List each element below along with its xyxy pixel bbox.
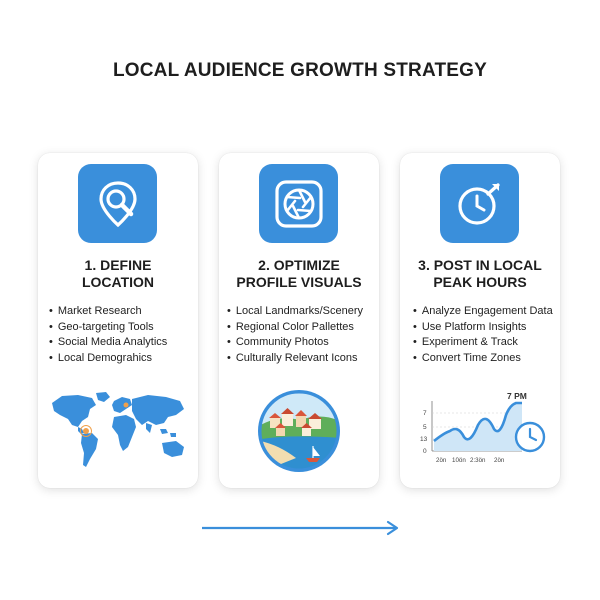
step-card-post-peak-hours: 3. POST IN LOCAL PEAK HOURS Analyze Enga… [400, 153, 560, 488]
y-tick: 13 [420, 436, 428, 443]
step-title: 3. POST IN LOCAL PEAK HOURS [418, 257, 542, 290]
list-item: Convert Time Zones [413, 351, 553, 367]
step-title: 2. OPTIMIZE PROFILE VISUALS [236, 257, 362, 290]
bullet-list: Local Landmarks/Scenery Regional Color P… [227, 304, 363, 366]
x-tick: 2:3ön [470, 457, 486, 464]
list-item: Local Demograhics [49, 351, 167, 367]
list-item: Geo-targeting Tools [49, 320, 167, 336]
location-search-icon [78, 164, 157, 243]
progress-arrow-icon [202, 520, 399, 536]
list-item: Market Research [49, 304, 167, 320]
engagement-chart-illustration: 7 PM 7 5 13 0 2ön 10ön 2:3ön 2ön [420, 391, 546, 464]
bullet-list: Market Research Geo-targeting Tools Soci… [49, 304, 167, 366]
step-title: 1. DEFINE LOCATION [81, 257, 155, 290]
step-card-define-location: 1. DEFINE LOCATION Market Research Geo-t… [38, 153, 198, 488]
y-tick: 0 [423, 448, 427, 455]
list-item: Use Platform Insights [413, 320, 553, 336]
list-item: Culturally Relevant Icons [227, 351, 363, 367]
bullet-list: Analyze Engagement Data Use Platform Ins… [413, 304, 553, 366]
x-tick: 2ön [436, 457, 447, 464]
list-item: Community Photos [227, 335, 363, 351]
step-card-optimize-visuals: 2. OPTIMIZE PROFILE VISUALS Local Landma… [219, 153, 379, 488]
coastal-town-illustration [258, 390, 340, 472]
list-item: Analyze Engagement Data [413, 304, 553, 320]
list-item: Local Landmarks/Scenery [227, 304, 363, 320]
clock-icon [514, 421, 546, 453]
y-tick: 5 [423, 424, 427, 431]
peak-label: 7 PM [507, 391, 527, 401]
clock-arrow-icon [440, 164, 519, 243]
list-item: Social Media Analytics [49, 335, 167, 351]
page-title: LOCAL AUDIENCE GROWTH STRATEGY [112, 60, 488, 81]
x-tick: 2ön [494, 457, 505, 464]
y-tick: 7 [423, 410, 427, 417]
list-item: Regional Color Pallettes [227, 320, 363, 336]
x-tick: 10ön [452, 457, 466, 464]
world-map-illustration [52, 392, 184, 467]
list-item: Experiment & Track [413, 335, 553, 351]
camera-aperture-icon [259, 164, 338, 243]
